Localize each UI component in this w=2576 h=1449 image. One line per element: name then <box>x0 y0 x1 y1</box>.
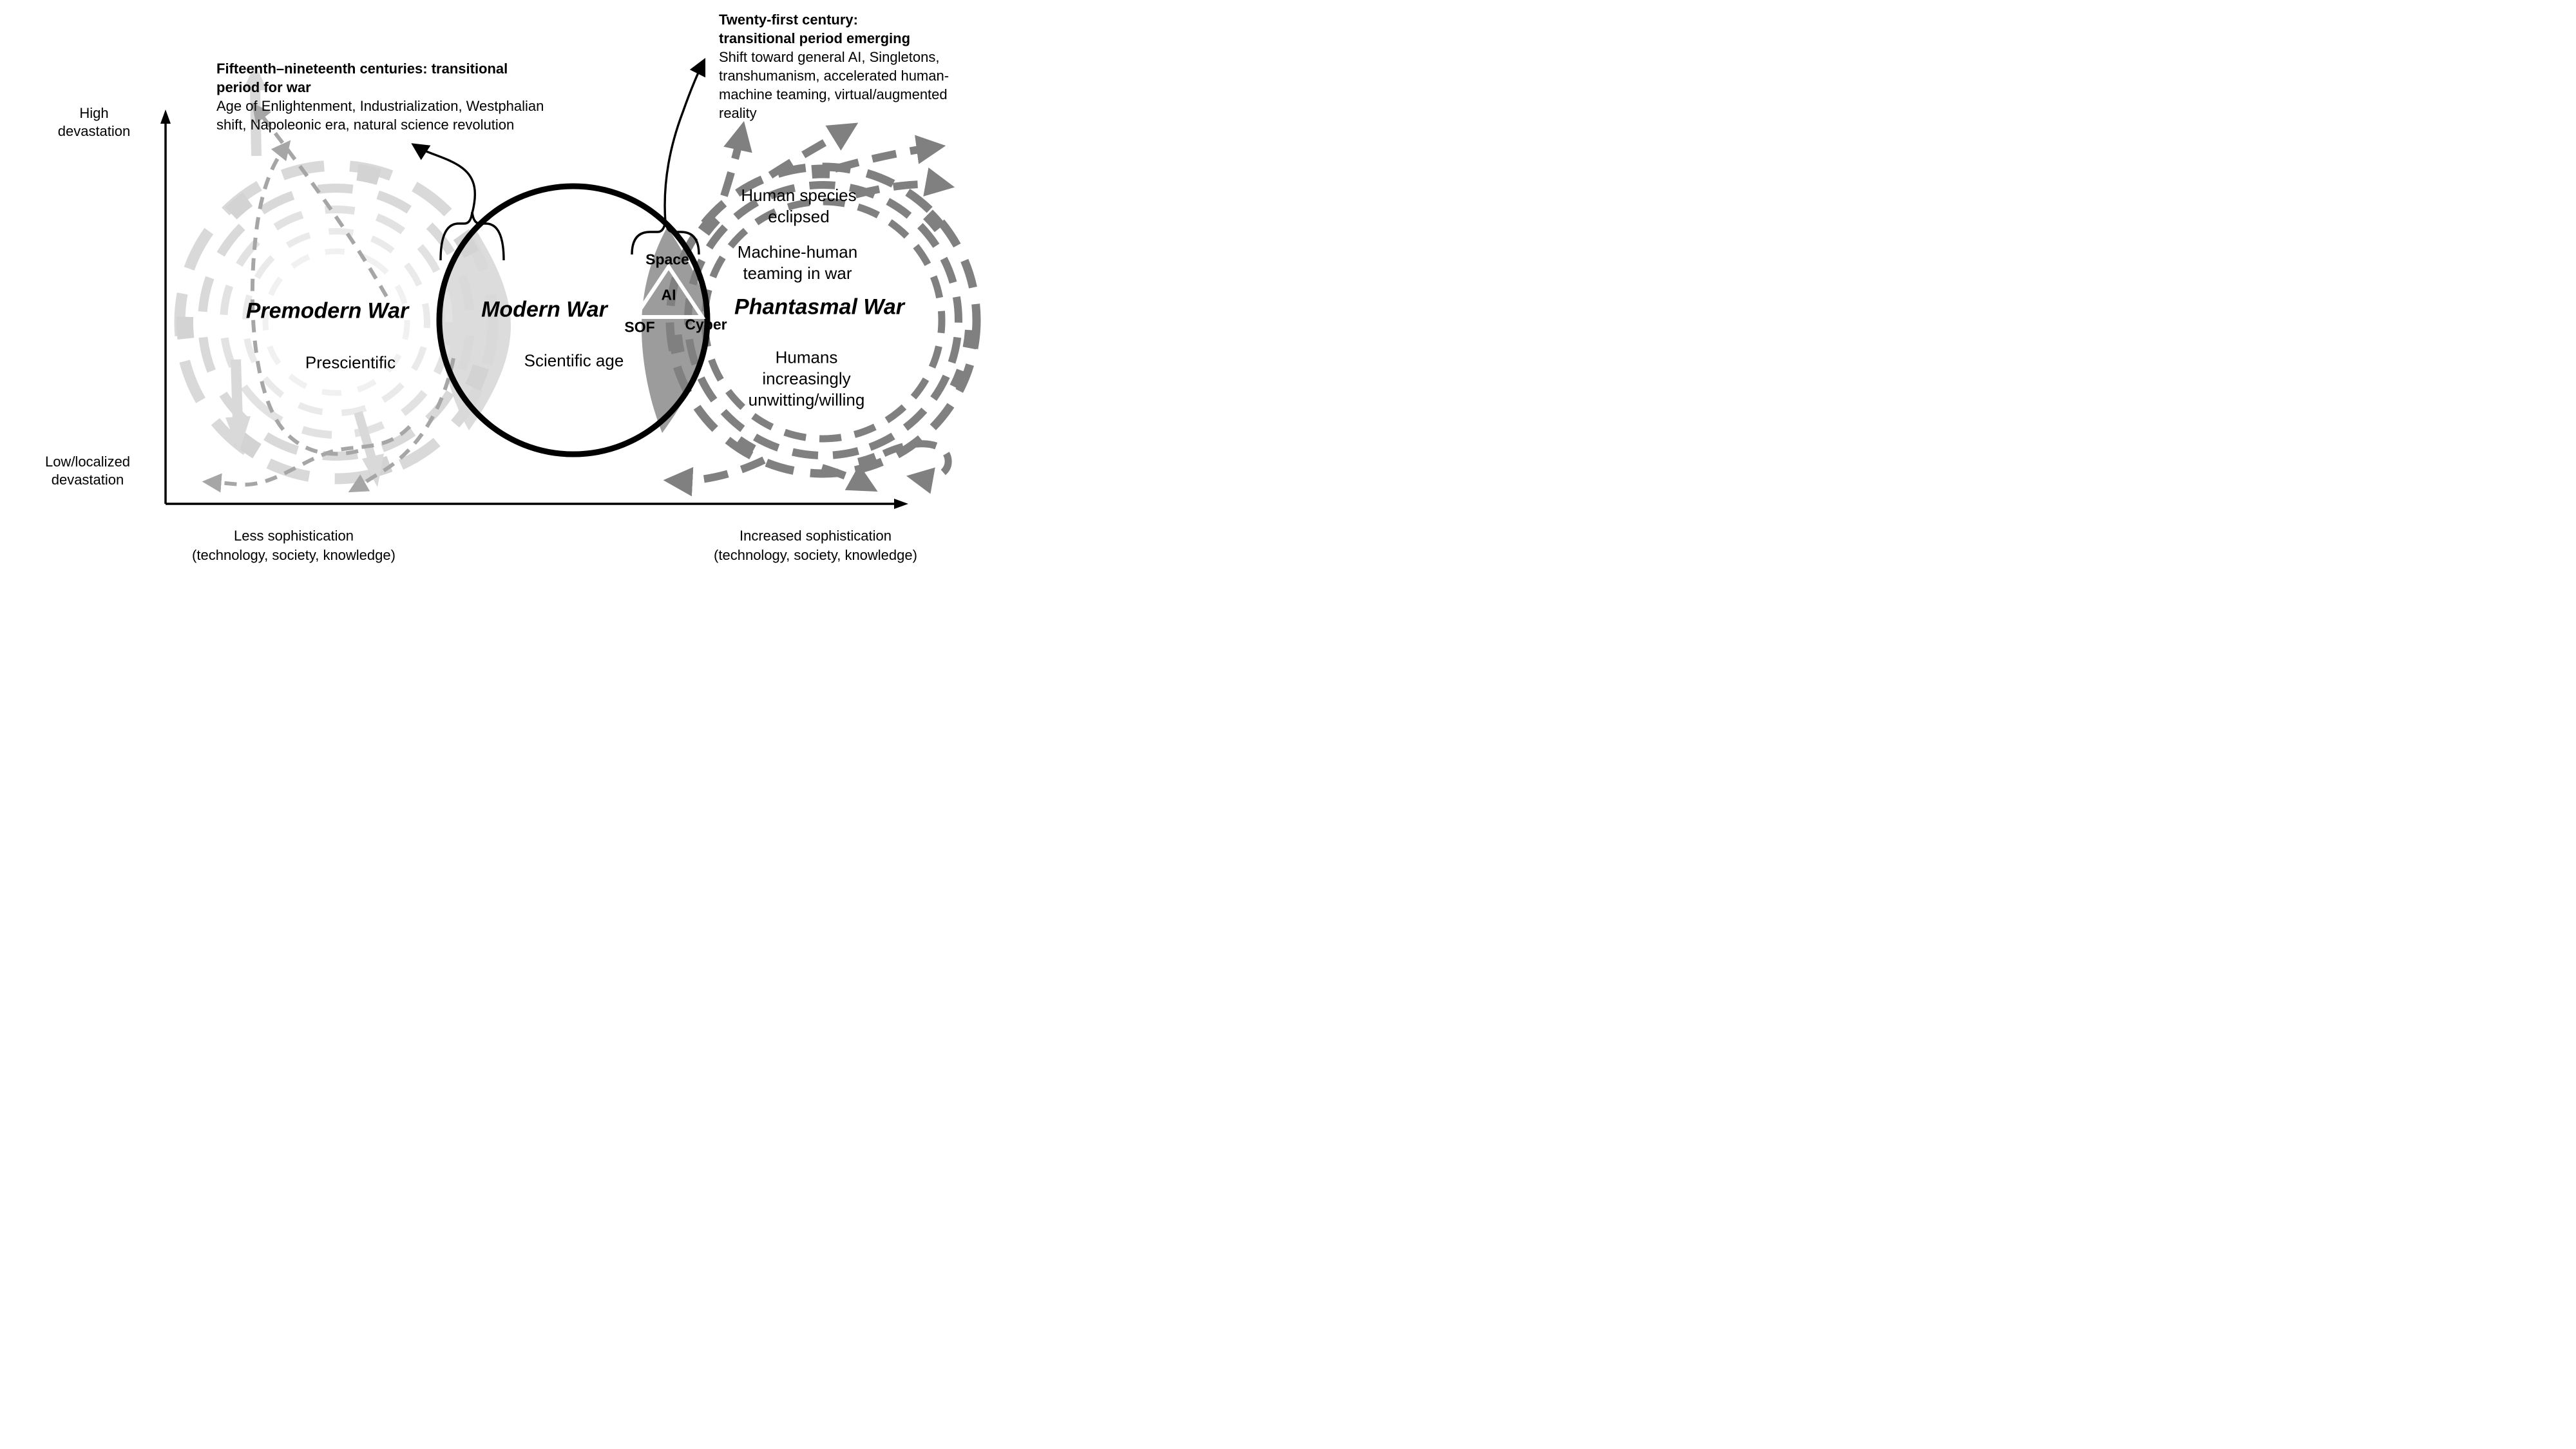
premodern-ring <box>242 228 430 417</box>
x-axis-right-label: Increased sophistication (technology, so… <box>714 526 917 565</box>
premodern-ring <box>262 248 410 396</box>
up-arrowhead-icon <box>243 64 267 90</box>
x-axis-left-label: Less sophistication (technology, society… <box>192 526 396 565</box>
left-leader-arrow <box>411 143 476 214</box>
phantasmal-war-title: Phantasmal War <box>734 294 904 320</box>
left-annotation-block: Fifteenth–nineteenth centuries: transiti… <box>216 59 544 134</box>
down-arrowhead-icon <box>362 454 384 487</box>
ai-label: AI <box>661 286 676 303</box>
diagram-stage: High devastation Low/localized devastati… <box>0 0 1031 580</box>
y-axis-high-line1: High <box>79 105 109 122</box>
premodern-ring <box>220 206 453 439</box>
axes <box>164 120 897 505</box>
modern-war-title: Modern War <box>481 297 607 322</box>
phantasmal-ring <box>701 198 946 443</box>
phantasmal-top-label: Human species eclipsed <box>741 185 856 227</box>
y-axis-arrowhead-icon <box>160 110 171 124</box>
phantasmal-top-line1: Human species <box>741 185 857 205</box>
phantasmal-middle-line1: Machine-human <box>737 242 858 262</box>
x-axis-left-line1: Less sophistication <box>234 528 354 544</box>
phantasmal-bottom-line2: increasingly <box>762 369 851 389</box>
premodern-ring <box>198 184 475 461</box>
premodern-swirl-rings <box>174 160 499 485</box>
callout-braces <box>411 57 706 261</box>
x-axis-right-line1: Increased sophistication <box>739 528 892 544</box>
modern-war-subtitle: Scientific age <box>524 350 624 370</box>
premodern-ring-chunks <box>177 162 496 482</box>
premodern-war-subtitle: Prescientific <box>305 352 396 372</box>
y-axis-high-line2: devastation <box>57 123 131 139</box>
right-annotation-body-line1: Shift toward general AI, Singletons, <box>719 49 940 65</box>
premodern-dashed-curves <box>202 102 455 493</box>
right-leader-arrow <box>663 57 706 223</box>
phantasmal-middle-label: Machine-human teaming in war <box>738 242 857 284</box>
right-annotation-body-line2: transhumanism, accelerated human- <box>719 68 949 84</box>
diagram-canvas <box>160 57 981 509</box>
escape-arrow-right <box>834 135 946 173</box>
modern-war-circle <box>436 183 711 457</box>
phantasmal-bottom-line1: Humans <box>775 347 838 367</box>
phantasmal-middle-line2: teaming in war <box>743 264 852 283</box>
right-annotation-body-line4: reality <box>719 105 757 121</box>
x-axis-arrowhead-icon <box>894 499 908 509</box>
dashed-curve-left-arrow <box>202 425 412 493</box>
sof-label: SOF <box>624 318 655 336</box>
right-annotation-body-line3: machine teaming, virtual/augmented <box>719 86 948 102</box>
cyber-label: Cyber <box>685 316 727 333</box>
space-label: Space <box>645 251 689 268</box>
y-axis-low-line2: devastation <box>51 472 124 488</box>
y-axis-low-line1: Low/localized <box>44 454 131 470</box>
phantasmal-ring-chunks <box>667 164 979 476</box>
phantasmal-escape-arrows <box>663 120 955 497</box>
dashed-curve-up-left-arrow <box>251 102 388 298</box>
x-axis-left-line2: (technology, society, knowledge) <box>192 547 396 563</box>
capability-triangle <box>631 263 706 319</box>
escape-arrow-up <box>720 120 752 197</box>
left-annotation-title-line1: Fifteenth–nineteenth centuries: transiti… <box>216 61 508 77</box>
down-arrow-shaft <box>231 359 243 421</box>
phantasmal-top-line2: eclipsed <box>768 207 830 226</box>
premodern-war-title: Premodern War <box>245 298 409 323</box>
right-annotation-title-line2: transitional period emerging <box>719 30 911 46</box>
y-axis-high-label: High devastation <box>58 104 131 140</box>
phantasmal-bottom-line3: unwitting/willing <box>748 390 865 410</box>
right-annotation-block: Twenty-first century: transitional perio… <box>719 10 949 122</box>
escape-arrow-right-lower <box>854 167 955 198</box>
down-arrow-shaft <box>354 411 377 461</box>
left-annotation-title-line2: period for war <box>216 79 311 95</box>
y-axis-low-label: Low/localized devastation <box>45 453 130 489</box>
x-axis-right-line2: (technology, society, knowledge) <box>714 547 917 563</box>
down-arrowhead-icon <box>225 416 251 452</box>
left-annotation-body-line2: shift, Napoleonic era, natural science r… <box>216 117 515 133</box>
premodern-swirl-arrows <box>225 64 384 487</box>
escape-arrow-bottom-left <box>663 456 766 497</box>
right-annotation-title-line1: Twenty-first century: <box>719 12 858 28</box>
escape-arrow-up-right <box>768 122 859 179</box>
left-annotation-body-line1: Age of Enlightenment, Industrialization,… <box>216 98 544 114</box>
escape-arrow-loop <box>882 440 952 494</box>
escape-arrow-bottom-right <box>821 464 878 492</box>
phantasmal-bottom-label: Humans increasingly unwitting/willing <box>749 347 865 410</box>
